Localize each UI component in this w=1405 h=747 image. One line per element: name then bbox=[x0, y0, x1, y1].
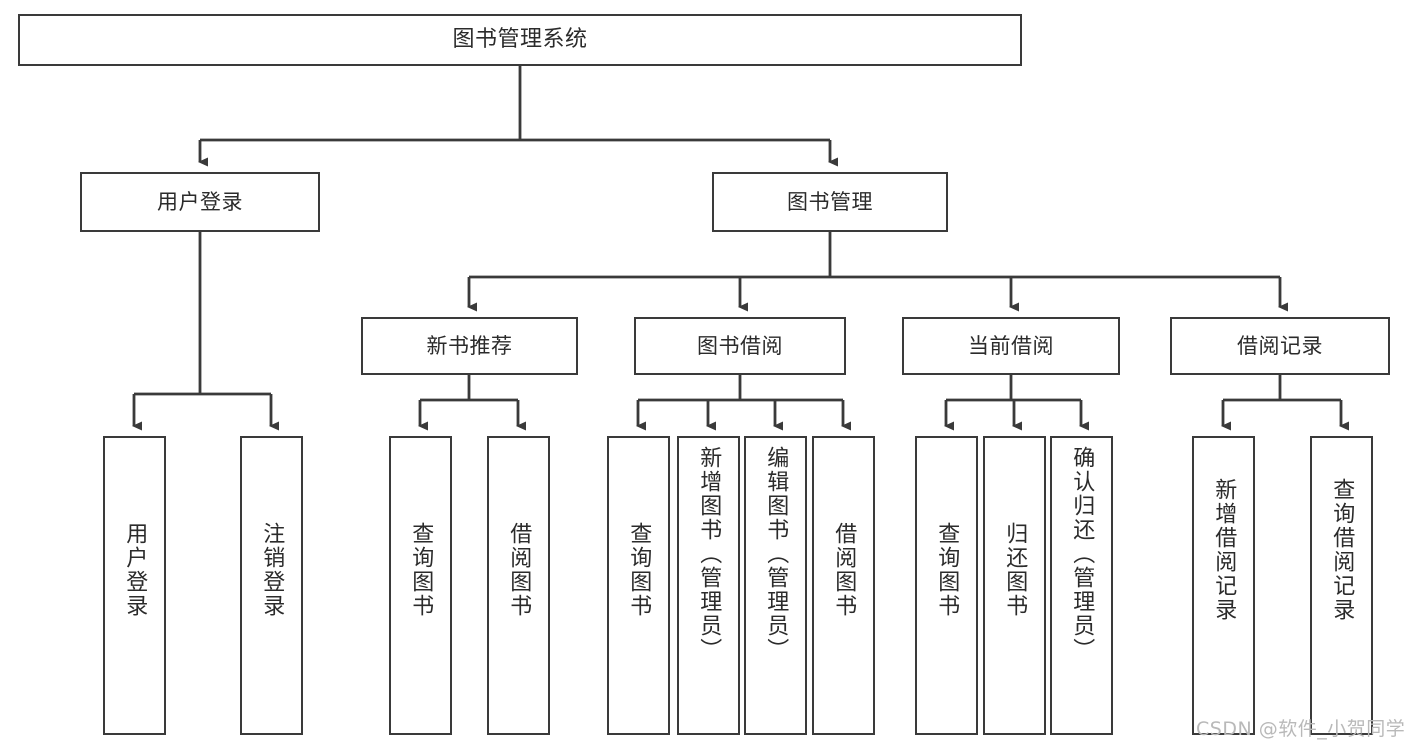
node-leaf-user-login[interactable]: 用户登录 bbox=[103, 436, 166, 735]
node-new-book-recommend[interactable]: 新书推荐 bbox=[361, 317, 578, 375]
node-user-login-label: 用户登录 bbox=[157, 189, 243, 214]
node-leaf-add-book[interactable]: 新增图书（管理员） bbox=[677, 436, 740, 735]
node-leaf-borrow-book-2-label: 借阅图书 bbox=[831, 522, 857, 618]
node-leaf-query-book-2[interactable]: 查询图书 bbox=[607, 436, 670, 735]
node-leaf-add-book-label: 新增图书（管理员） bbox=[696, 446, 722, 662]
node-leaf-add-record[interactable]: 新增借阅记录 bbox=[1192, 436, 1255, 735]
node-leaf-return-book-label: 归还图书 bbox=[1002, 522, 1028, 618]
node-user-login[interactable]: 用户登录 bbox=[80, 172, 320, 232]
node-leaf-edit-book[interactable]: 编辑图书（管理员） bbox=[744, 436, 807, 735]
node-leaf-return-book[interactable]: 归还图书 bbox=[983, 436, 1046, 735]
node-leaf-borrow-book-2[interactable]: 借阅图书 bbox=[812, 436, 875, 735]
node-book-borrow-label: 图书借阅 bbox=[697, 333, 783, 358]
node-leaf-add-record-label: 新增借阅记录 bbox=[1211, 478, 1237, 622]
node-leaf-borrow-book-1[interactable]: 借阅图书 bbox=[487, 436, 550, 735]
node-root[interactable]: 图书管理系统 bbox=[18, 14, 1022, 66]
node-leaf-query-book-2-label: 查询图书 bbox=[626, 522, 652, 618]
node-borrow-record-label: 借阅记录 bbox=[1237, 333, 1323, 358]
watermark: CSDN @软件_小贺同学 bbox=[1196, 718, 1405, 740]
node-leaf-confirm-return-label: 确认归还（管理员） bbox=[1069, 446, 1095, 662]
node-leaf-query-book-3-label: 查询图书 bbox=[934, 522, 960, 618]
node-borrow-record[interactable]: 借阅记录 bbox=[1170, 317, 1390, 375]
node-leaf-query-book-3[interactable]: 查询图书 bbox=[915, 436, 978, 735]
node-book-manage[interactable]: 图书管理 bbox=[712, 172, 948, 232]
node-leaf-query-book-1[interactable]: 查询图书 bbox=[389, 436, 452, 735]
node-leaf-query-record-label: 查询借阅记录 bbox=[1329, 478, 1355, 622]
node-current-borrow[interactable]: 当前借阅 bbox=[902, 317, 1120, 375]
node-leaf-user-login-label: 用户登录 bbox=[122, 522, 148, 618]
node-new-book-recommend-label: 新书推荐 bbox=[426, 333, 513, 358]
node-leaf-query-record[interactable]: 查询借阅记录 bbox=[1310, 436, 1373, 735]
node-leaf-confirm-return[interactable]: 确认归还（管理员） bbox=[1050, 436, 1113, 735]
node-leaf-borrow-book-1-label: 借阅图书 bbox=[506, 522, 532, 618]
node-book-manage-label: 图书管理 bbox=[787, 189, 873, 214]
node-root-label: 图书管理系统 bbox=[452, 27, 588, 53]
node-leaf-logout[interactable]: 注销登录 bbox=[240, 436, 303, 735]
node-current-borrow-label: 当前借阅 bbox=[968, 333, 1054, 358]
node-leaf-logout-label: 注销登录 bbox=[259, 522, 285, 618]
node-leaf-query-book-1-label: 查询图书 bbox=[408, 522, 434, 618]
node-leaf-edit-book-label: 编辑图书（管理员） bbox=[763, 446, 789, 662]
node-book-borrow[interactable]: 图书借阅 bbox=[634, 317, 846, 375]
